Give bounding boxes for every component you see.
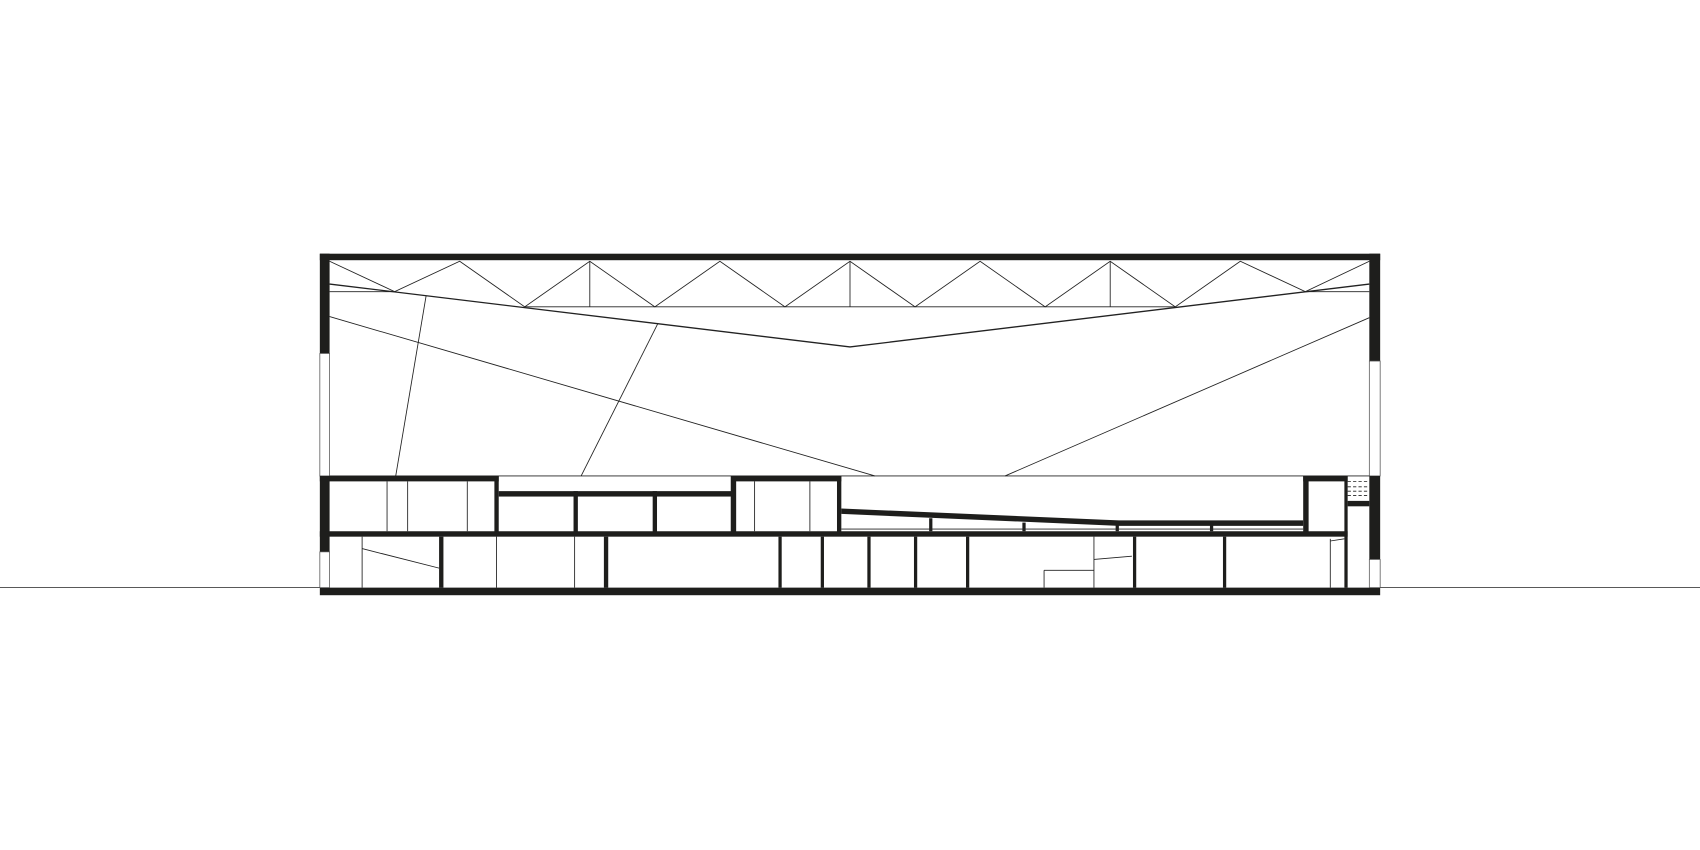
roof-truss [329, 260, 1370, 308]
upper-level [319, 475, 1370, 588]
hall-facets [329, 283, 1370, 477]
ground-level [319, 531, 1348, 588]
stair-hatch [1347, 480, 1370, 496]
outer-shell [319, 253, 1381, 596]
